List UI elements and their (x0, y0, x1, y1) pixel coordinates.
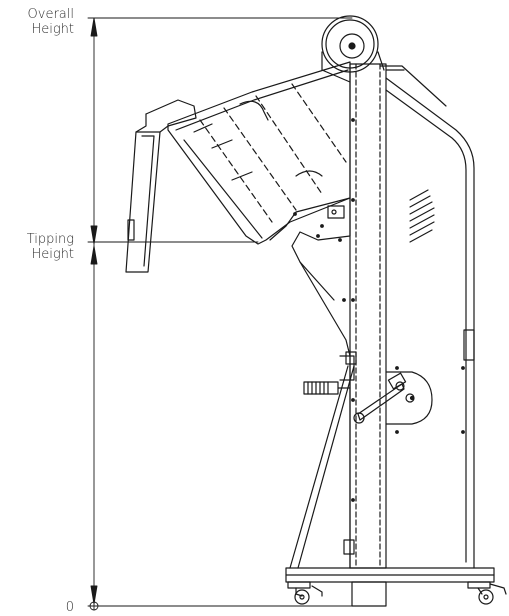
tilted-bin (167, 61, 351, 245)
overall-arrow-bottom (90, 225, 98, 245)
tilt-side-plate (269, 197, 351, 357)
base-chassis (285, 567, 507, 607)
mast-outer (349, 63, 387, 569)
caster-left (287, 581, 323, 605)
bin-lid (125, 99, 197, 273)
tipping-height-label-line1: Tipping (26, 232, 74, 247)
tipping-arrow-top (90, 245, 98, 265)
side-grab-handle (303, 381, 351, 395)
winch-crank-handle (353, 381, 405, 424)
bin-outline (167, 61, 351, 245)
overall-height-label-line2: Height (31, 22, 74, 37)
overall-arrow-top (90, 17, 98, 37)
center-foot (351, 581, 387, 607)
tipping-height-label: Tipping Height (8, 232, 74, 262)
top-roller (321, 15, 385, 83)
caster-right (467, 581, 507, 605)
cabinet-outline (385, 77, 475, 569)
overall-height-label: Overall Height (8, 7, 74, 37)
tipping-height-label-line2: Height (31, 247, 74, 262)
cabinet-vents (409, 189, 435, 243)
cabinet-handle (463, 329, 475, 361)
rear-cabinet (379, 65, 475, 569)
dimension-lines (87, 17, 356, 611)
winch-drum (385, 371, 433, 425)
mast-column (349, 63, 387, 569)
overall-height-label-line1: Overall (27, 7, 74, 22)
support-struts (289, 349, 357, 569)
zero-label: 0 (65, 600, 74, 615)
tipping-arrow-bottom (90, 585, 98, 605)
